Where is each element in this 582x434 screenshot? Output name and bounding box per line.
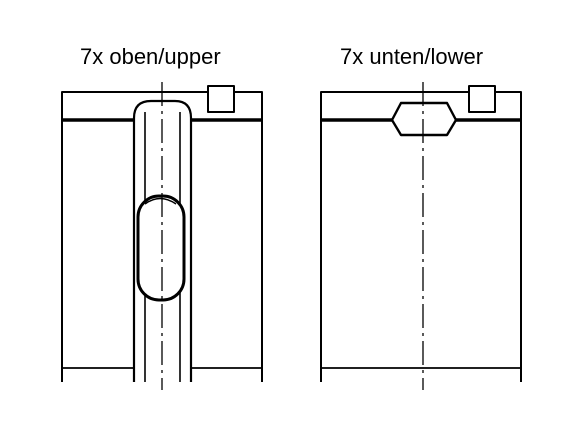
lower-shell-label: 7x unten/lower (340, 44, 484, 69)
upper-locating-lug (207, 85, 235, 113)
upper-oil-hole-highlight (144, 197, 177, 205)
upper-shell-label: 7x oben/upper (80, 44, 221, 69)
lower-bearing-shell (320, 82, 522, 390)
upper-oil-hole (136, 194, 186, 302)
lower-shell-outline (320, 91, 522, 382)
upper-bearing-shell (61, 82, 263, 390)
lower-edge-notch (390, 101, 458, 137)
lower-locating-lug (468, 85, 496, 113)
